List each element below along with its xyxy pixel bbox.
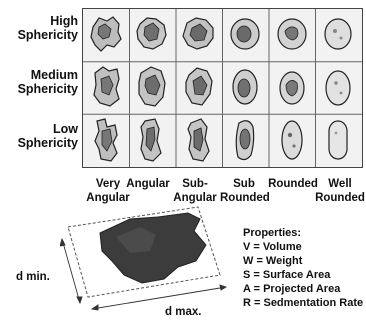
d-min-label: d min.	[16, 271, 50, 283]
grain-high-very-angular	[91, 17, 121, 51]
properties-list: Properties: V = Volume W = Weight S = Su…	[243, 226, 363, 310]
grain-medium-very-angular	[94, 67, 119, 106]
grain-medium-angular	[139, 67, 165, 106]
grain-low-sub-angular	[188, 119, 209, 161]
grain-silhouette	[100, 213, 206, 283]
grain-low-well-rounded	[329, 121, 347, 159]
roundness-sphericity-grid	[82, 8, 363, 168]
property-weight: W = Weight	[243, 254, 363, 268]
grain-medium-well-rounded	[326, 71, 350, 105]
property-surface-area: S = Surface Area	[243, 268, 363, 282]
grain-high-angular	[137, 18, 166, 49]
grain-low-rounded	[282, 121, 302, 159]
property-projected-area: A = Projected Area	[243, 282, 363, 296]
grain-high-rounded	[278, 19, 306, 49]
grain-medium-rounded	[280, 72, 304, 104]
grain-low-very-angular	[95, 119, 117, 161]
grain-high-sub-rounded	[231, 19, 259, 49]
grain-medium-sub-angular	[186, 68, 212, 105]
d-max-label: d max.	[165, 306, 201, 318]
grain-low-angular	[141, 119, 161, 161]
d-min-arrow	[60, 239, 82, 303]
col-label-angular: Angular	[122, 177, 174, 191]
property-sedimentation-rate: R = Sedmentation Rate	[243, 296, 363, 310]
property-volume: V = Volume	[243, 240, 363, 254]
col-label-sub-angular: Sub-Angular	[171, 177, 219, 205]
d-max-arrow	[92, 285, 226, 310]
grain-high-well-rounded	[325, 19, 351, 49]
grain-high-sub-angular	[183, 18, 213, 49]
grain-low-sub-rounded	[236, 121, 253, 160]
grain-dimension-diagram	[60, 205, 245, 317]
properties-heading: Properties:	[243, 226, 363, 240]
grain-medium-sub-rounded	[233, 70, 257, 104]
